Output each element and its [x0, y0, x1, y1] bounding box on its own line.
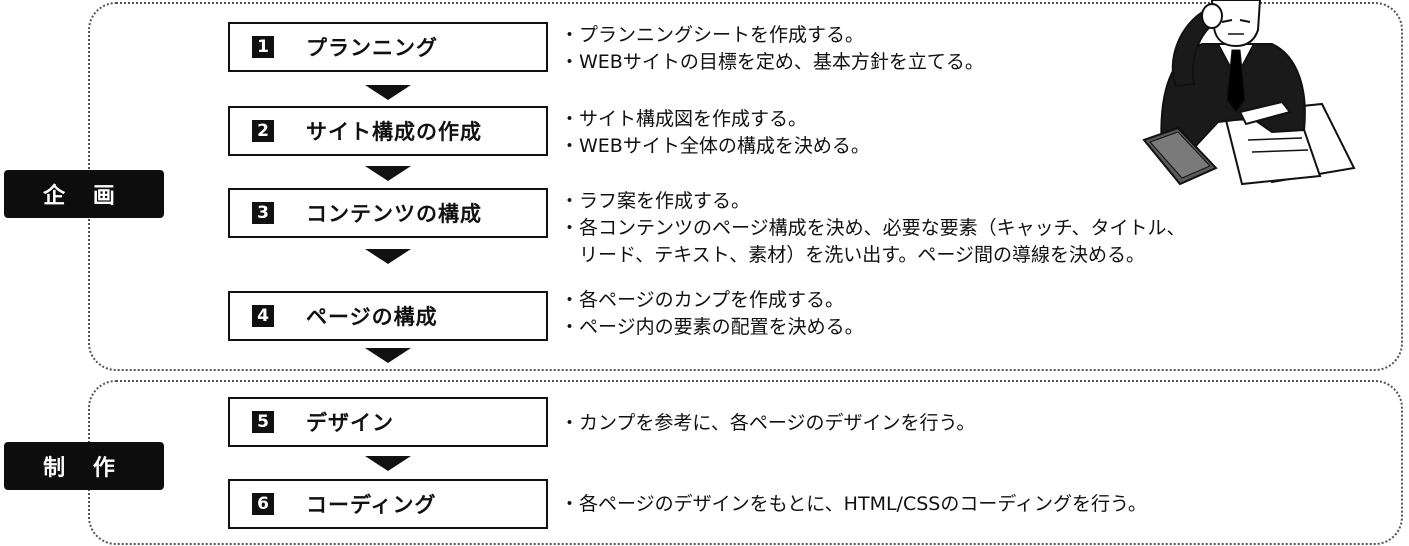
description-line: ・カンプを参考に、各ページのデザインを行う。: [560, 412, 976, 434]
step-description-5: ・カンプを参考に、各ページのデザインを行う。: [560, 410, 975, 437]
description-line: ・ラフ案を作成する。: [560, 190, 751, 212]
step-box-4: 4 ページの構成: [228, 291, 548, 341]
step-box-1: 1 プランニング: [228, 22, 548, 72]
step-description-3: ・ラフ案を作成する。 ・各コンテンツのページ構成を決め、必要な要素（キャッチ、タ…: [560, 188, 1185, 269]
description-line: ・WEBサイト全体の構成を決める。: [560, 135, 870, 157]
down-arrow-icon: [365, 85, 411, 100]
description-line: ・ページ内の要素の配置を決める。: [560, 316, 864, 338]
description-line: ・各ページのカンプを作成する。: [560, 289, 845, 311]
step-number-badge: 1: [252, 36, 274, 58]
step-description-6: ・各ページのデザインをもとに、HTML/CSSのコーディングを行う。: [560, 491, 1147, 518]
businessman-thinking-icon: [1142, 0, 1356, 186]
down-arrow-icon: [365, 348, 411, 363]
step-description-4: ・各ページのカンプを作成する。 ・ページ内の要素の配置を決める。: [560, 287, 864, 341]
step-number-badge: 6: [252, 493, 274, 515]
description-line: ・サイト構成図を作成する。: [560, 108, 808, 130]
step-title: ページの構成: [306, 305, 438, 329]
description-line: ・各ページのデザインをもとに、HTML/CSSのコーディングを行う。: [560, 493, 1147, 515]
down-arrow-icon: [365, 456, 411, 471]
step-title: コーディング: [306, 493, 437, 517]
step-description-1: ・プランニングシートを作成する。 ・WEBサイトの目標を定め、基本方針を立てる。: [560, 22, 984, 76]
down-arrow-icon: [365, 166, 411, 181]
step-title: コンテンツの構成: [306, 202, 482, 226]
step-box-3: 3 コンテンツの構成: [228, 188, 548, 238]
step-box-6: 6 コーディング: [228, 479, 548, 529]
description-line: ・各コンテンツのページ構成を決め、必要な要素（キャッチ、タイトル、: [560, 217, 1186, 239]
down-arrow-icon: [365, 249, 411, 264]
step-number-badge: 4: [252, 305, 274, 327]
step-box-5: 5 デザイン: [228, 397, 548, 447]
step-title: プランニング: [306, 36, 438, 60]
step-number-badge: 2: [252, 120, 274, 142]
step-title: サイト構成の作成: [306, 120, 482, 144]
phase-label-planning: 企 画: [4, 170, 164, 218]
description-line: ・WEBサイトの目標を定め、基本方針を立てる。: [560, 51, 984, 73]
step-title: デザイン: [306, 411, 394, 435]
step-box-2: 2 サイト構成の作成: [228, 106, 548, 156]
step-number-badge: 5: [252, 411, 274, 433]
description-line: リード、テキスト、素材）を洗い出す。ページ間の導線を決める。: [560, 244, 1146, 266]
phase-label-production: 制 作: [4, 442, 164, 490]
step-description-2: ・サイト構成図を作成する。 ・WEBサイト全体の構成を決める。: [560, 106, 870, 160]
step-number-badge: 3: [252, 202, 274, 224]
description-line: ・プランニングシートを作成する。: [560, 24, 865, 46]
